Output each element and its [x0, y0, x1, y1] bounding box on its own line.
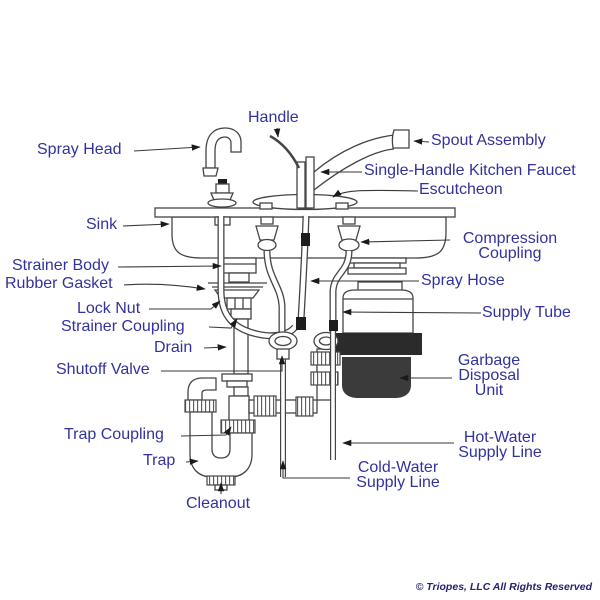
strainer-body-part: [221, 257, 257, 283]
leader-supply-tube: [342, 308, 482, 316]
spout-tip: [391, 129, 410, 149]
spray-head-part: [202, 127, 242, 208]
rubber-gasket-part: [208, 282, 267, 299]
label-spray-hose: Spray Hose: [421, 272, 505, 289]
label-rubber-gasket: Rubber Gasket: [5, 275, 113, 292]
label-cleanout: Cleanout: [186, 495, 251, 512]
leader-compression-coupling: [360, 238, 451, 246]
trap-elbow: [184, 377, 217, 413]
strainer-coupling-part: [230, 308, 252, 320]
label-spout-assembly: Spout Assembly: [431, 132, 546, 149]
faucet-handle-lever: [269, 134, 301, 169]
label-drain: Drain: [154, 339, 193, 356]
leader-cold-water: [279, 460, 350, 479]
trap-coupling-nut: [220, 419, 256, 434]
leader-drain: [203, 344, 227, 351]
supply-tube-part: [329, 250, 353, 332]
p-trap: [189, 411, 253, 478]
faucet-hose: [297, 215, 310, 321]
leader-rubber-gasket: [123, 283, 206, 291]
faucet-spout: [313, 129, 410, 191]
leader-trap-coupling: [180, 426, 232, 437]
label-spray-head: Spray Head: [37, 141, 122, 158]
faucet-body: [296, 156, 315, 209]
label-strainer-body: Strainer Body: [12, 257, 109, 274]
leader-spray-head: [133, 144, 201, 152]
label-shutoff-valve: Shutoff Valve: [56, 361, 150, 378]
label-strainer-coupling: Strainer Coupling: [61, 318, 185, 335]
garbage-disposal: [336, 257, 422, 398]
leader-escutcheon: [332, 189, 419, 198]
leader-strainer-coupling: [208, 318, 238, 329]
compression-coupling-fitting: [337, 225, 361, 241]
label-garbage-disposal-unit: Garbage Disposal Unit: [457, 352, 521, 399]
lock-nut-part: [226, 297, 252, 310]
label-lock-nut: Lock Nut: [77, 300, 141, 317]
leader-trap: [185, 458, 199, 465]
label-supply-tube: Supply Tube: [482, 304, 571, 321]
copyright-notice: © Triopes, LLC All Rights Reserved: [415, 581, 592, 593]
leader-handle: [273, 127, 281, 138]
label-sink: Sink: [86, 216, 118, 233]
label-escutcheon: Escutcheon: [419, 181, 503, 198]
label-trap: Trap: [143, 452, 176, 469]
leader-strainer-body: [117, 262, 222, 270]
hose-fittings: [296, 233, 338, 331]
leader-spout-assembly: [413, 138, 430, 145]
label-cold-water-supply-line: Cold-Water Supply Line: [356, 459, 440, 491]
label-single-handle-kitchen-faucet: Single-Handle Kitchen Faucet: [364, 162, 576, 179]
label-compression-coupling: Compression Coupling: [462, 230, 558, 262]
leader-lines: [117, 127, 482, 494]
drain-pipe: [221, 318, 253, 423]
shutoff-valve-part: [268, 331, 298, 360]
label-trap-coupling: Trap Coupling: [64, 426, 164, 443]
label-hot-water-supply-line: Hot-Water Supply Line: [458, 429, 542, 461]
leader-lock-nut: [149, 300, 221, 310]
label-handle: Handle: [248, 109, 299, 126]
cold-supply-tube: [263, 250, 286, 334]
leader-shutoff-valve: [161, 355, 286, 372]
leader-sink: [122, 221, 170, 228]
